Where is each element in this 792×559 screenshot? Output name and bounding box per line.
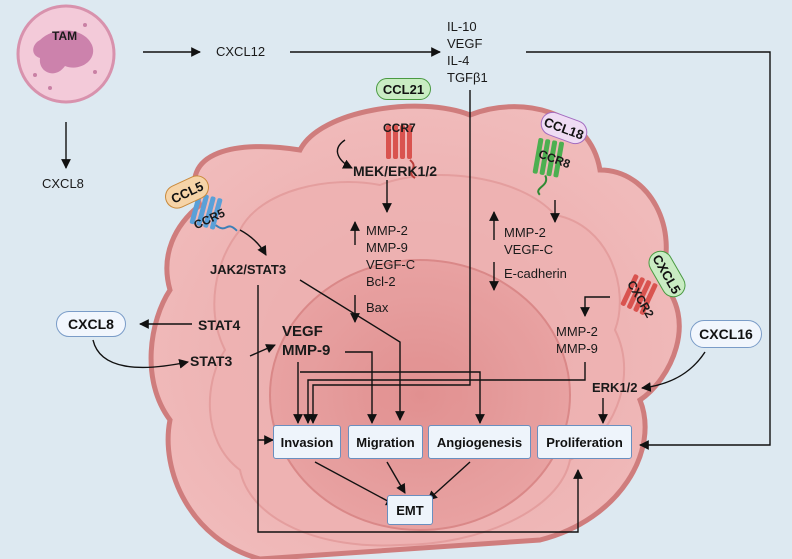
pathway-arrows [61, 47, 771, 533]
cytokine-list: IL-10 VEGF IL-4 TGFβ1 [447, 18, 488, 86]
stat3-target-item: MMP-9 [282, 342, 331, 359]
stat3-target-list: VEGF MMP-9 [282, 322, 330, 360]
cytokine-item: IL-10 [447, 19, 477, 34]
ccl21-chip: CCL21 [376, 78, 431, 100]
ccr7-target-list: MMP-2 MMP-9 VEGF-C Bcl-2 [366, 222, 415, 290]
angiogenesis-box: Angiogenesis [428, 425, 531, 459]
tam-label: TAM [52, 29, 78, 43]
mek-erk-label: MEK/ERK1/2 [353, 163, 438, 179]
ccr7-target-item: VEGF-C [366, 257, 416, 272]
bax-label: Bax [366, 300, 389, 315]
cxcl8-pill: CXCL8 [56, 311, 126, 337]
ccr8-target-item: VEGF-C [504, 242, 554, 257]
cxcl12-label: CXCL12 [216, 44, 266, 59]
ccr7-target-item: MMP-2 [366, 223, 408, 238]
ccr7-receptor-icon [386, 125, 416, 179]
ccr8-receptor-icon [532, 138, 564, 196]
cxcr2-target-item: MMP-9 [556, 341, 598, 356]
tumor-core [269, 259, 571, 531]
erk-label: ERK1/2 [592, 380, 638, 395]
ccr8-target-list: MMP-2 VEGF-C [504, 224, 553, 258]
cxcr2-receptor-icon [620, 274, 658, 315]
e-cadherin-label: E-cadherin [504, 266, 567, 281]
cxcl16-pill: CXCL16 [690, 320, 762, 348]
stat3-label: STAT3 [190, 353, 233, 369]
ccr7-target-item: MMP-9 [366, 240, 408, 255]
cxcl8-secreted-label: CXCL8 [42, 176, 84, 191]
tam-cell-icon [16, 4, 116, 104]
cytokine-item: TGFβ1 [447, 70, 488, 85]
stat4-label: STAT4 [198, 317, 241, 333]
invasion-box: Invasion [273, 425, 341, 459]
proliferation-box: Proliferation [537, 425, 632, 459]
ccr8-target-item: MMP-2 [504, 225, 546, 240]
ccr7-target-item: Bcl-2 [366, 274, 396, 289]
cytokine-item: IL-4 [447, 53, 470, 68]
cxcr2-target-list: MMP-2 MMP-9 [556, 323, 598, 357]
stat3-target-item: VEGF [282, 323, 323, 340]
jak2-stat3-label: JAK2/STAT3 [210, 262, 287, 277]
ccr5-receptor-icon [189, 192, 238, 232]
cytokine-item: VEGF [447, 36, 483, 51]
migration-box: Migration [348, 425, 423, 459]
emt-box: EMT [387, 495, 433, 525]
ccr7-label: CCR7 [383, 121, 416, 135]
cxcr2-target-item: MMP-2 [556, 324, 598, 339]
